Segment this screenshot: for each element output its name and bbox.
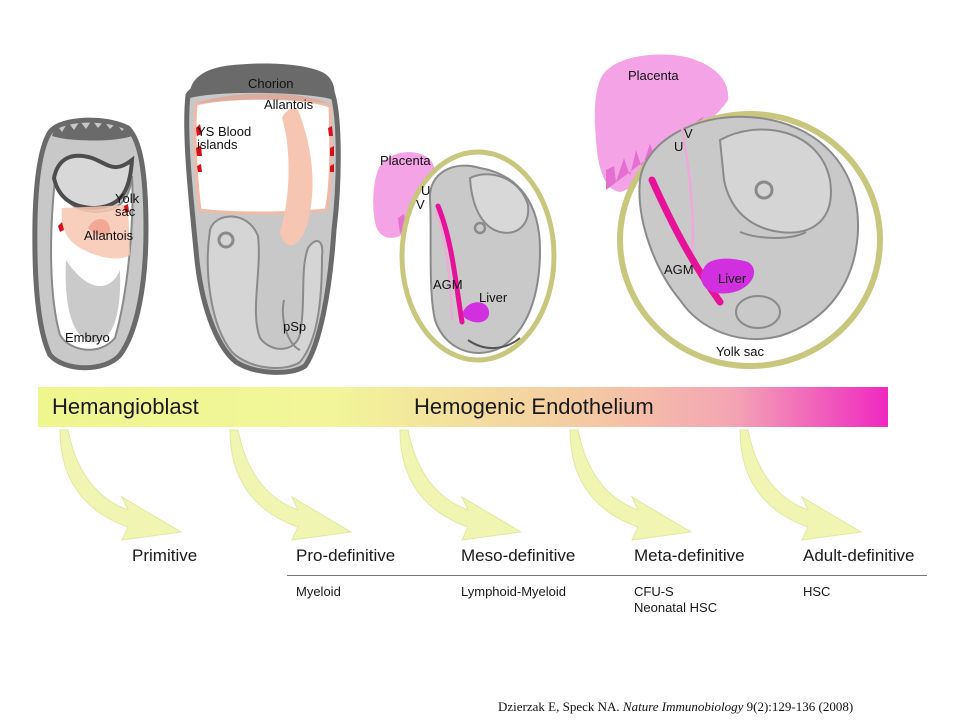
embryo1-allantois-bud	[88, 219, 111, 236]
label-liver-4: Liver	[718, 271, 747, 286]
cell-types-adult-definitive: HSC	[803, 584, 831, 599]
embryo2-chorion-cap	[189, 63, 335, 100]
embryo3-liver	[462, 302, 490, 323]
embryo1-top-fold	[51, 153, 135, 211]
embryo4-placenta	[594, 54, 729, 192]
label-allantois-1: Allantois	[84, 228, 134, 243]
label-allantois-2: Allantois	[264, 97, 314, 112]
embryo4-limb	[739, 231, 807, 239]
embryo3-head-fold	[468, 173, 530, 234]
lineage-arrows	[59, 429, 863, 541]
stage-meta-definitive: Meta-definitive	[634, 546, 745, 565]
embryo4-lower-limb	[735, 295, 781, 329]
label-liver-3: Liver	[479, 290, 508, 305]
stage-primitive: Primitive	[132, 546, 198, 565]
embryo-stage-1	[32, 117, 149, 371]
cell-types-meta-definitive: CFU-S Neonatal HSC	[634, 584, 718, 615]
cell-types-pro-definitive: Myeloid	[296, 584, 341, 599]
embryo2-allantois	[280, 108, 313, 246]
label-yolk-sac-4: Yolk sac	[716, 344, 764, 359]
embryo1-blood-island	[124, 204, 129, 212]
embryo2-tail-fold	[282, 299, 301, 351]
hematopoietic-origin-band	[38, 387, 888, 427]
embryo3-base-curve	[467, 337, 521, 349]
label-placenta-4: Placenta	[628, 68, 679, 83]
embryo1-ectoplacental-cone	[52, 120, 132, 141]
embryo3-agm-aorta	[435, 203, 465, 325]
label-chorion: Chorion	[248, 76, 294, 91]
embryo2-chorion-band	[196, 93, 330, 104]
embryo4-liver	[701, 258, 755, 294]
arrow-pro-definitive	[229, 429, 353, 541]
embryo-stage-2	[184, 63, 341, 375]
label-agm-4: AGM	[664, 262, 694, 277]
citation-authors: Dzierzak E, Speck NA.	[498, 699, 623, 714]
embryo-stage-3	[373, 149, 557, 363]
embryo1-embryo-fold	[65, 260, 121, 343]
ys-blood-islands-marks	[196, 124, 334, 172]
stage-divider-line	[287, 575, 927, 576]
embryo2-embryo-body	[206, 215, 324, 369]
arrow-primitive	[59, 429, 183, 541]
embryo3-placenta	[373, 152, 437, 238]
embryo-stage-4	[594, 54, 883, 369]
label-yolk-sac-1: Yolk sac	[115, 191, 140, 219]
label-v-3: V	[416, 197, 425, 212]
label-hemogenic-endothelium: Hemogenic Endothelium	[414, 394, 654, 419]
embryo1-blood-island	[58, 222, 64, 232]
arrow-meso-definitive	[399, 429, 523, 541]
citation-journal: Nature Immunobiology	[622, 699, 744, 714]
label-u-4: U	[674, 139, 684, 154]
embryo4-head	[718, 128, 832, 234]
arrow-adult-definitive	[739, 429, 863, 541]
stage-meso-definitive: Meso-definitive	[461, 546, 576, 565]
label-v-4: V	[684, 126, 693, 141]
label-ys-blood-islands: YS Blood islands	[197, 124, 252, 152]
embryo4-vessel-v	[678, 117, 695, 261]
label-agm-3: AGM	[433, 277, 463, 292]
cell-types-meso-definitive: Lymphoid-Myeloid	[461, 584, 567, 599]
stage-pro-definitive: Pro-definitive	[296, 546, 396, 565]
embryo3-eye-ring	[473, 221, 487, 235]
label-u-3: U	[421, 183, 431, 198]
arrow-meta-definitive	[569, 429, 693, 541]
citation: Dzierzak E, Speck NA. Nature Immunobiolo…	[498, 699, 853, 715]
citation-details: 9(2):129-136 (2008)	[743, 699, 854, 714]
embryo3-vessel-u	[435, 209, 453, 321]
stage-adult-definitive: Adult-definitive	[803, 546, 915, 565]
label-psp: pSp	[283, 319, 307, 334]
embryo2-head-ring	[217, 231, 235, 249]
label-hemangioblast: Hemangioblast	[52, 394, 199, 419]
label-embryo: Embryo	[65, 330, 110, 345]
label-placenta-3: Placenta	[380, 153, 431, 168]
embryo4-eye-ring	[754, 180, 774, 200]
